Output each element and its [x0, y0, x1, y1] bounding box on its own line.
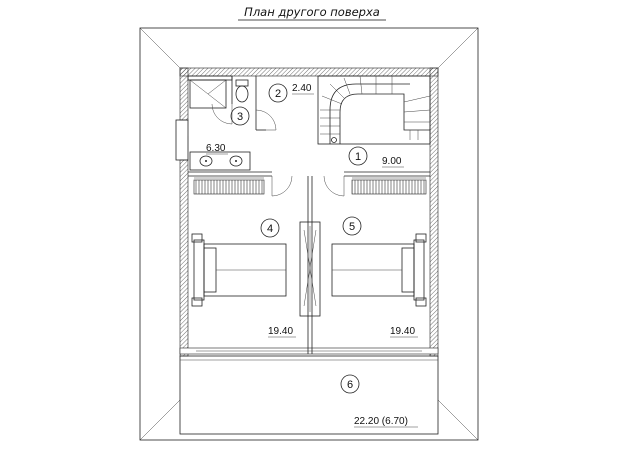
room-area-4: 19.40	[268, 326, 293, 337]
wall-niche	[175, 119, 189, 161]
room-label-1: 1 9.00	[348, 146, 404, 168]
shower-tray	[189, 79, 227, 109]
room-label-5: 5 19.40	[342, 216, 418, 338]
room-area-3: 6.30	[206, 143, 226, 154]
svg-text:2: 2	[275, 88, 281, 100]
room-area-5: 19.40	[390, 326, 415, 337]
sliding-partition	[299, 221, 321, 317]
interior-walls	[187, 75, 430, 354]
svg-text:4: 4	[267, 223, 273, 235]
svg-text:5: 5	[349, 221, 355, 233]
room-label-3: 3 6.30	[206, 106, 250, 155]
exterior-walls	[179, 67, 439, 357]
bed-right	[331, 233, 427, 307]
room-label-6: 6 22.20 (6.70)	[340, 374, 418, 428]
room-area-2: 2.40	[292, 83, 312, 94]
bed-left	[191, 233, 287, 307]
toilet-icon	[235, 79, 249, 103]
room-area-6: 22.20 (6.70)	[354, 416, 408, 427]
closets	[193, 177, 427, 195]
roof-outline	[139, 27, 479, 441]
doors	[187, 103, 345, 197]
svg-text:1: 1	[355, 151, 361, 163]
room-area-1: 9.00	[382, 156, 402, 167]
svg-text:6: 6	[347, 379, 353, 391]
staircase	[317, 75, 431, 145]
balcony-outline	[179, 355, 439, 435]
svg-text:3: 3	[237, 111, 243, 123]
plan-title: План другого поверха	[244, 5, 380, 19]
room-label-4: 4 19.40	[260, 218, 296, 338]
room-label-2: 2 2.40	[268, 83, 314, 103]
double-sink-icon	[189, 151, 251, 171]
